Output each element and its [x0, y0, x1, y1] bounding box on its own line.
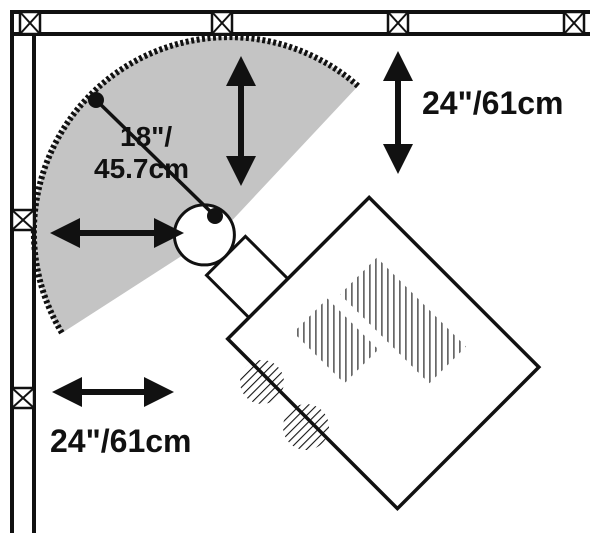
wall-stud-icon	[562, 10, 586, 36]
desk-surface	[225, 194, 542, 512]
radius-dot-outer	[88, 92, 104, 108]
radius-line	[94, 98, 217, 218]
chair-swing-area	[33, 37, 358, 333]
desk-hatch-upper	[293, 298, 379, 384]
wall-stud-icon	[10, 208, 36, 232]
radius-dot-inner	[207, 208, 223, 224]
wall-stud-icon	[386, 10, 410, 36]
wall-top	[10, 10, 590, 36]
wall-stud-icon	[210, 10, 234, 36]
wall-stud-icon	[10, 386, 36, 410]
desk-circle-lower	[283, 404, 329, 450]
desk-unit	[172, 194, 542, 512]
radius-label-line2: 45.7cm	[94, 153, 189, 184]
clearance-left-label: 24"/61cm	[50, 423, 192, 459]
desk-hatch-lower	[340, 257, 467, 384]
desk-circle-upper	[240, 360, 284, 404]
radius-label-line1: 18"/	[120, 121, 172, 152]
wall-stud-icon	[18, 10, 42, 36]
wall-left	[10, 10, 36, 533]
clearance-top-label: 24"/61cm	[422, 85, 564, 121]
